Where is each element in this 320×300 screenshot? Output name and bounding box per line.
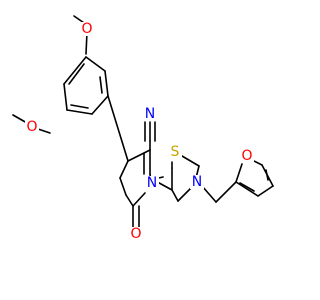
atom-label: O xyxy=(26,119,37,135)
molecule-structure: O O N S O N N xyxy=(12,15,274,242)
bond xyxy=(171,189,179,202)
bond xyxy=(107,95,129,162)
bond xyxy=(235,181,259,197)
bond xyxy=(215,181,237,203)
atom-label: S xyxy=(171,144,180,160)
bond xyxy=(265,169,269,181)
bond xyxy=(257,185,274,197)
bond xyxy=(119,177,127,196)
bond xyxy=(99,76,103,94)
bonds xyxy=(12,15,274,229)
bond xyxy=(68,63,85,85)
bond xyxy=(63,83,68,111)
atom-label: O xyxy=(81,21,92,37)
bond xyxy=(12,114,28,124)
bond xyxy=(132,192,146,207)
bond xyxy=(70,104,89,109)
bond xyxy=(63,56,87,85)
atom-label: N xyxy=(145,106,155,122)
atom-s-ring: S xyxy=(168,144,182,160)
bond xyxy=(127,149,151,162)
atom-n-nitrile: N xyxy=(143,106,157,122)
bond xyxy=(239,182,255,192)
atom-n-ring-right: N xyxy=(190,174,204,190)
bond xyxy=(181,155,200,167)
atom-o-left: O xyxy=(25,119,39,135)
atom-label: N xyxy=(147,175,157,191)
bond xyxy=(37,128,51,134)
bond xyxy=(177,187,192,202)
bond xyxy=(235,163,243,183)
bond xyxy=(201,185,217,203)
atom-n-ring-left: N xyxy=(145,175,159,191)
bond xyxy=(91,95,109,115)
bond xyxy=(119,160,129,179)
bond xyxy=(125,194,134,207)
molecule-canvas: O O N S O N N xyxy=(12,15,274,242)
atom-label: N xyxy=(192,174,202,190)
atom-o-furan: O xyxy=(240,148,254,164)
bond xyxy=(104,70,109,97)
bond xyxy=(85,56,106,72)
bond xyxy=(66,109,93,115)
atom-label: O xyxy=(130,226,141,242)
atom-o-carbonyl: O xyxy=(129,226,143,242)
atom-labels: O O N S O N N xyxy=(25,21,254,242)
atom-o-top: O xyxy=(80,21,94,37)
atom-label: O xyxy=(241,148,252,164)
